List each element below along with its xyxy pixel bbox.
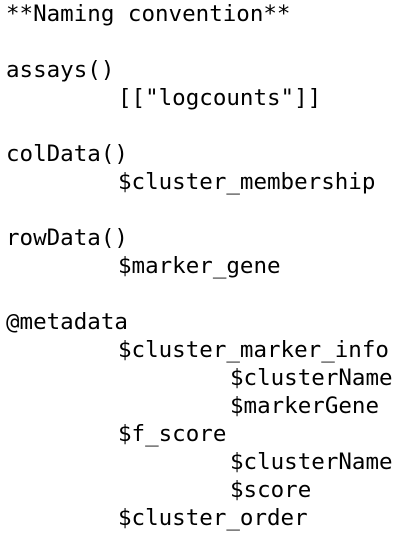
heading: **Naming convention** [6,1,291,27]
coldata-label: colData() [6,141,128,167]
spacer [6,196,412,224]
spacer [6,28,412,56]
cluster-marker-info-marker-gene: $markerGene [230,393,380,419]
assays-logcounts: [["logcounts"]] [118,85,322,111]
metadata-cluster-marker-info: $cluster_marker_info [118,337,389,363]
assays-label: assays() [6,57,115,83]
naming-convention-document: **Naming convention** assays() [["logcou… [6,0,412,532]
metadata-cluster-order: $cluster_order [118,505,308,531]
rowdata-label: rowData() [6,225,128,251]
spacer [6,280,412,308]
f-score-score: $score [230,477,312,503]
coldata-cluster-membership: $cluster_membership [118,169,376,195]
cluster-marker-info-cluster-name: $clusterName [230,365,393,391]
metadata-f-score: $f_score [118,421,227,447]
spacer [6,112,412,140]
metadata-label: @metadata [6,309,128,335]
rowdata-marker-gene: $marker_gene [118,253,281,279]
f-score-cluster-name: $clusterName [230,449,393,475]
